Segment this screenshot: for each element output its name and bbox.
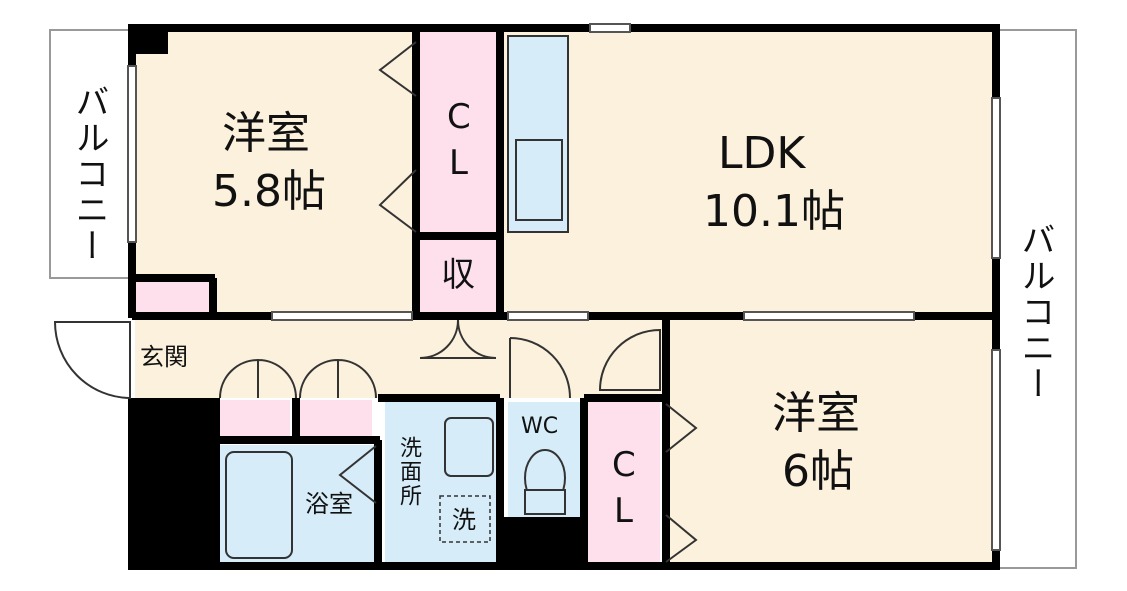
closet-2-area <box>588 402 660 568</box>
storage-area <box>420 240 498 312</box>
toilet-label: WC <box>521 414 559 439</box>
windows <box>127 23 1001 551</box>
hall-cabinet-1 <box>220 400 290 438</box>
balcony-left-area <box>49 29 133 279</box>
closet-2-c: C <box>612 445 636 485</box>
washroom-label: 洗面所 <box>396 436 421 508</box>
door-swings <box>53 41 698 563</box>
hall-cabinet-2 <box>300 400 372 438</box>
ldk-size: 10.1帖 <box>703 186 845 237</box>
balcony-right-area <box>995 29 1077 569</box>
wall-block-toilet-bottom <box>500 517 588 568</box>
closet-1-c: C <box>447 97 471 137</box>
western-room-2-size: 6帖 <box>782 446 854 497</box>
washer-space <box>439 495 491 543</box>
closet-1-l: L <box>449 143 468 183</box>
wall-block-lower-left <box>128 398 220 568</box>
western-room-1-floor <box>135 32 417 315</box>
ldk-floor <box>500 32 995 315</box>
bathtub <box>225 451 293 559</box>
closet-1-area <box>420 32 498 232</box>
entrance-label: 玄関 <box>140 343 188 371</box>
western-room-2-floor <box>665 318 995 568</box>
kitchen-sink <box>515 139 563 221</box>
balcony-right-label: バルコニー <box>1015 222 1055 402</box>
washer-label: 洗 <box>452 506 476 534</box>
storage-label: 収 <box>441 255 475 295</box>
washbasin <box>444 417 494 477</box>
wall-block-top-left <box>132 28 168 54</box>
balcony-left-label: バルコニー <box>69 84 109 264</box>
western-room-1-name: 洋室 <box>222 108 310 159</box>
shoe-closet <box>135 282 210 316</box>
bathroom-label: 浴室 <box>305 490 353 518</box>
closet-2-l: L <box>614 491 633 531</box>
ldk-name: LDK <box>718 128 806 179</box>
entrance-floor <box>135 318 213 398</box>
western-room-1-size: 5.8帖 <box>212 166 326 217</box>
toilet-tank <box>524 489 566 515</box>
western-room-2-name: 洋室 <box>772 388 860 439</box>
